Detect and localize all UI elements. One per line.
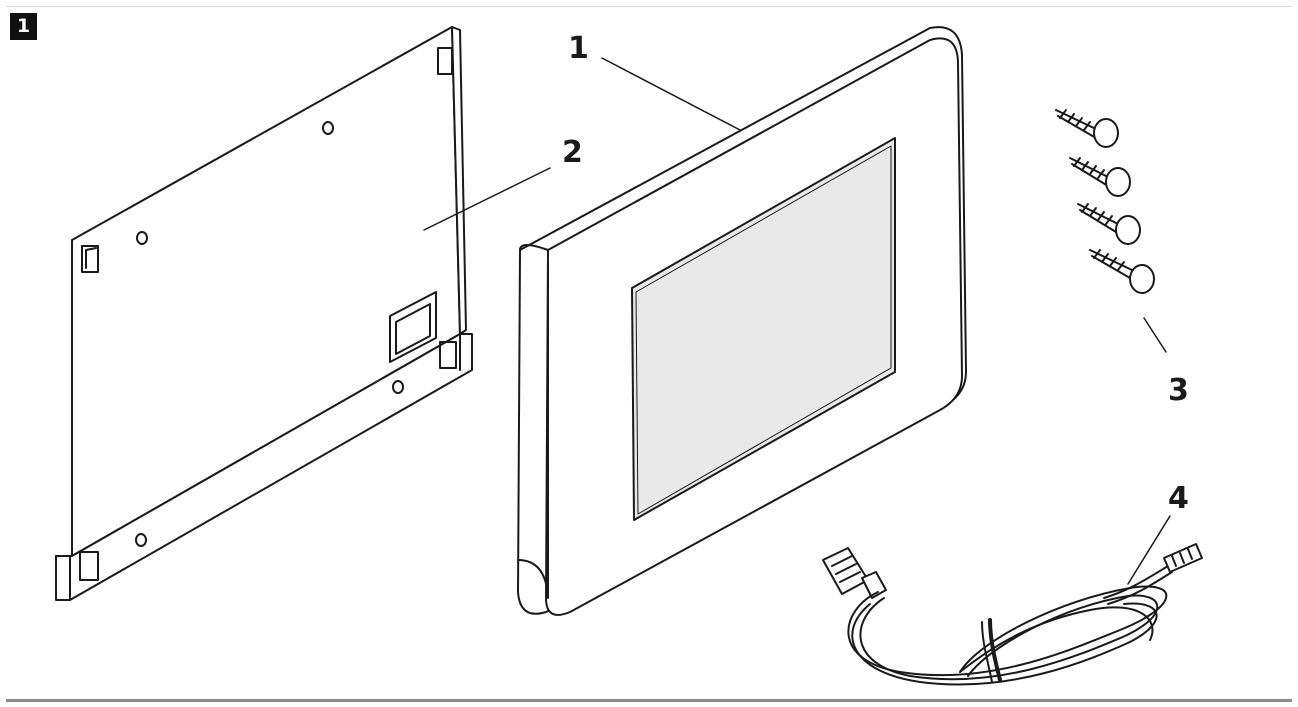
corner-slot-icon (79, 551, 99, 581)
step-number-badge: 1 (10, 13, 37, 40)
screw-icon (1077, 203, 1141, 245)
screw-hole (136, 231, 148, 245)
corner-slot-icon (81, 245, 99, 273)
display-panel (517, 26, 967, 616)
mounting-plate (55, 26, 473, 601)
screw-icon (1069, 157, 1131, 197)
top-divider (6, 6, 1292, 7)
callout-2-label: 2 (562, 135, 583, 170)
callout-4-label: 4 (1168, 481, 1189, 516)
screw-hole (322, 121, 334, 135)
screw-hole (135, 533, 147, 547)
screw-icon (1055, 109, 1119, 148)
screw-icon (1089, 249, 1155, 294)
corner-slot-icon (439, 341, 457, 369)
leader-lines (423, 57, 1171, 585)
callout-3-label: 3 (1168, 373, 1189, 408)
bottom-divider (6, 699, 1292, 702)
screws (1055, 109, 1155, 294)
screw-hole (392, 380, 404, 394)
rj45-connector (822, 547, 869, 595)
cable (822, 543, 1203, 686)
callout-1-label: 1 (568, 31, 589, 66)
corner-slot-icon (437, 47, 453, 75)
touch-screen (631, 137, 896, 521)
